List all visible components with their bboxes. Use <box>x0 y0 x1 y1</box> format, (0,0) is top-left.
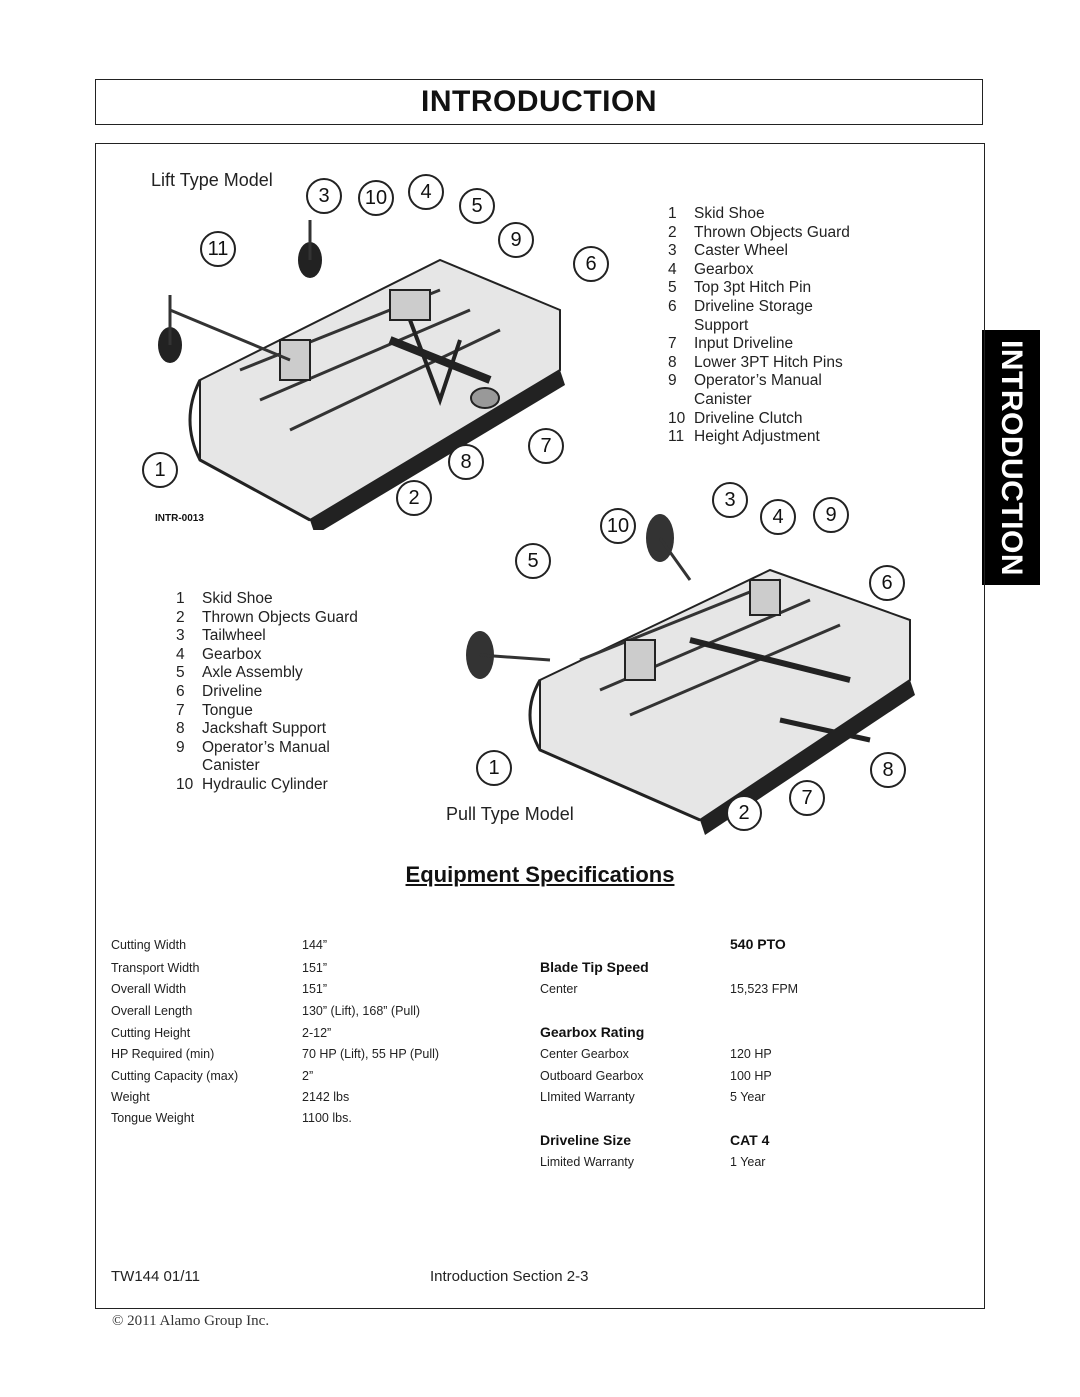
copyright: © 2011 Alamo Group Inc. <box>112 1313 270 1329</box>
lift-callout-1: 1 <box>142 452 178 488</box>
spec-value: 2-12” <box>302 1026 332 1040</box>
legend-item: Support <box>694 316 749 334</box>
spec-label: Center <box>540 982 578 996</box>
pull-callout-3: 3 <box>712 482 748 518</box>
driveline-heading: Driveline Size <box>540 1132 632 1148</box>
legend-item: Canister <box>694 390 752 408</box>
spec-value: 70 HP (Lift), 55 HP (Pull) <box>302 1047 440 1061</box>
header-box: INTRODUCTION <box>95 79 983 125</box>
spec-value: 151” <box>302 982 328 996</box>
spec-label: Center Gearbox <box>540 1047 629 1061</box>
pull-callout-5: 5 <box>515 543 551 579</box>
lift-callout-10: 10 <box>358 180 394 216</box>
side-tab-label: INTRODUCTION <box>995 339 1029 576</box>
spec-label: Cutting Width <box>111 938 187 952</box>
lift-figure-title: Lift Type Model <box>151 170 273 190</box>
spec-value: 1100 lbs. <box>302 1111 352 1125</box>
spec-label: HP Required (min) <box>111 1047 215 1061</box>
lift-callout-11: 11 <box>200 231 236 267</box>
lift-callout-2: 2 <box>396 480 432 516</box>
lift-figure-code: INTR-0013 <box>155 513 204 524</box>
spec-value: 130” (Lift), 168” (Pull) <box>302 1004 421 1018</box>
spec-label: Outboard Gearbox <box>540 1069 644 1083</box>
pull-callout-6: 6 <box>869 565 905 601</box>
pto-header: 540 PTO <box>730 936 786 952</box>
spec-value: 151” <box>302 961 328 975</box>
spec-value: 120 HP <box>730 1047 772 1061</box>
pull-callout-7: 7 <box>789 780 825 816</box>
blade-tip-heading: Blade Tip Speed <box>540 959 649 975</box>
spec-label: Transport Width <box>111 961 200 975</box>
driveline-value: CAT 4 <box>730 1132 770 1148</box>
spec-label: Tongue Weight <box>111 1111 195 1125</box>
lift-callout-6: 6 <box>573 246 609 282</box>
specs-title: Equipment Specifications <box>405 862 675 887</box>
content-frame <box>95 143 985 1309</box>
lift-callout-7: 7 <box>528 428 564 464</box>
lift-callout-5: 5 <box>459 188 495 224</box>
page-title: INTRODUCTION <box>421 85 657 118</box>
spec-value: 15,523 FPM <box>730 982 799 996</box>
lift-callout-8: 8 <box>448 444 484 480</box>
pull-callout-2: 2 <box>726 795 762 831</box>
spec-label: Overall Width <box>111 982 187 996</box>
spec-value: 2142 lbs <box>302 1090 350 1104</box>
pull-mower-illustration <box>466 514 915 835</box>
spec-value: 1 Year <box>730 1155 766 1169</box>
lift-mower-illustration <box>158 220 565 530</box>
spec-label: Overall Length <box>111 1004 193 1018</box>
spec-value: 100 HP <box>730 1069 772 1083</box>
footer-doc-id: TW144 01/11 <box>111 1268 200 1285</box>
pull-callout-4: 4 <box>760 499 796 535</box>
spec-label: Cutting Capacity (max) <box>111 1069 239 1083</box>
gearbox-heading: Gearbox Rating <box>540 1024 645 1040</box>
spec-label: Cutting Height <box>111 1026 191 1040</box>
lift-callout-3: 3 <box>306 178 342 214</box>
lift-callout-4: 4 <box>408 174 444 210</box>
pull-figure-title: Pull Type Model <box>446 804 574 824</box>
pull-callout-1: 1 <box>476 750 512 786</box>
pull-callout-8: 8 <box>870 752 906 788</box>
section-side-tab: INTRODUCTION <box>982 330 1040 585</box>
lift-callout-9: 9 <box>498 222 534 258</box>
footer-section: Introduction Section 2-3 <box>430 1268 589 1285</box>
pull-callout-9: 9 <box>813 497 849 533</box>
spec-value: 5 Year <box>730 1090 766 1104</box>
legend-item: Canister <box>202 757 260 775</box>
spec-value: 144” <box>302 938 328 952</box>
spec-label: Weight <box>111 1090 150 1104</box>
pull-callout-10: 10 <box>600 508 636 544</box>
spec-label: Limited Warranty <box>540 1155 635 1169</box>
spec-value: 2” <box>302 1069 314 1083</box>
spec-label: LImited Warranty <box>540 1090 635 1104</box>
